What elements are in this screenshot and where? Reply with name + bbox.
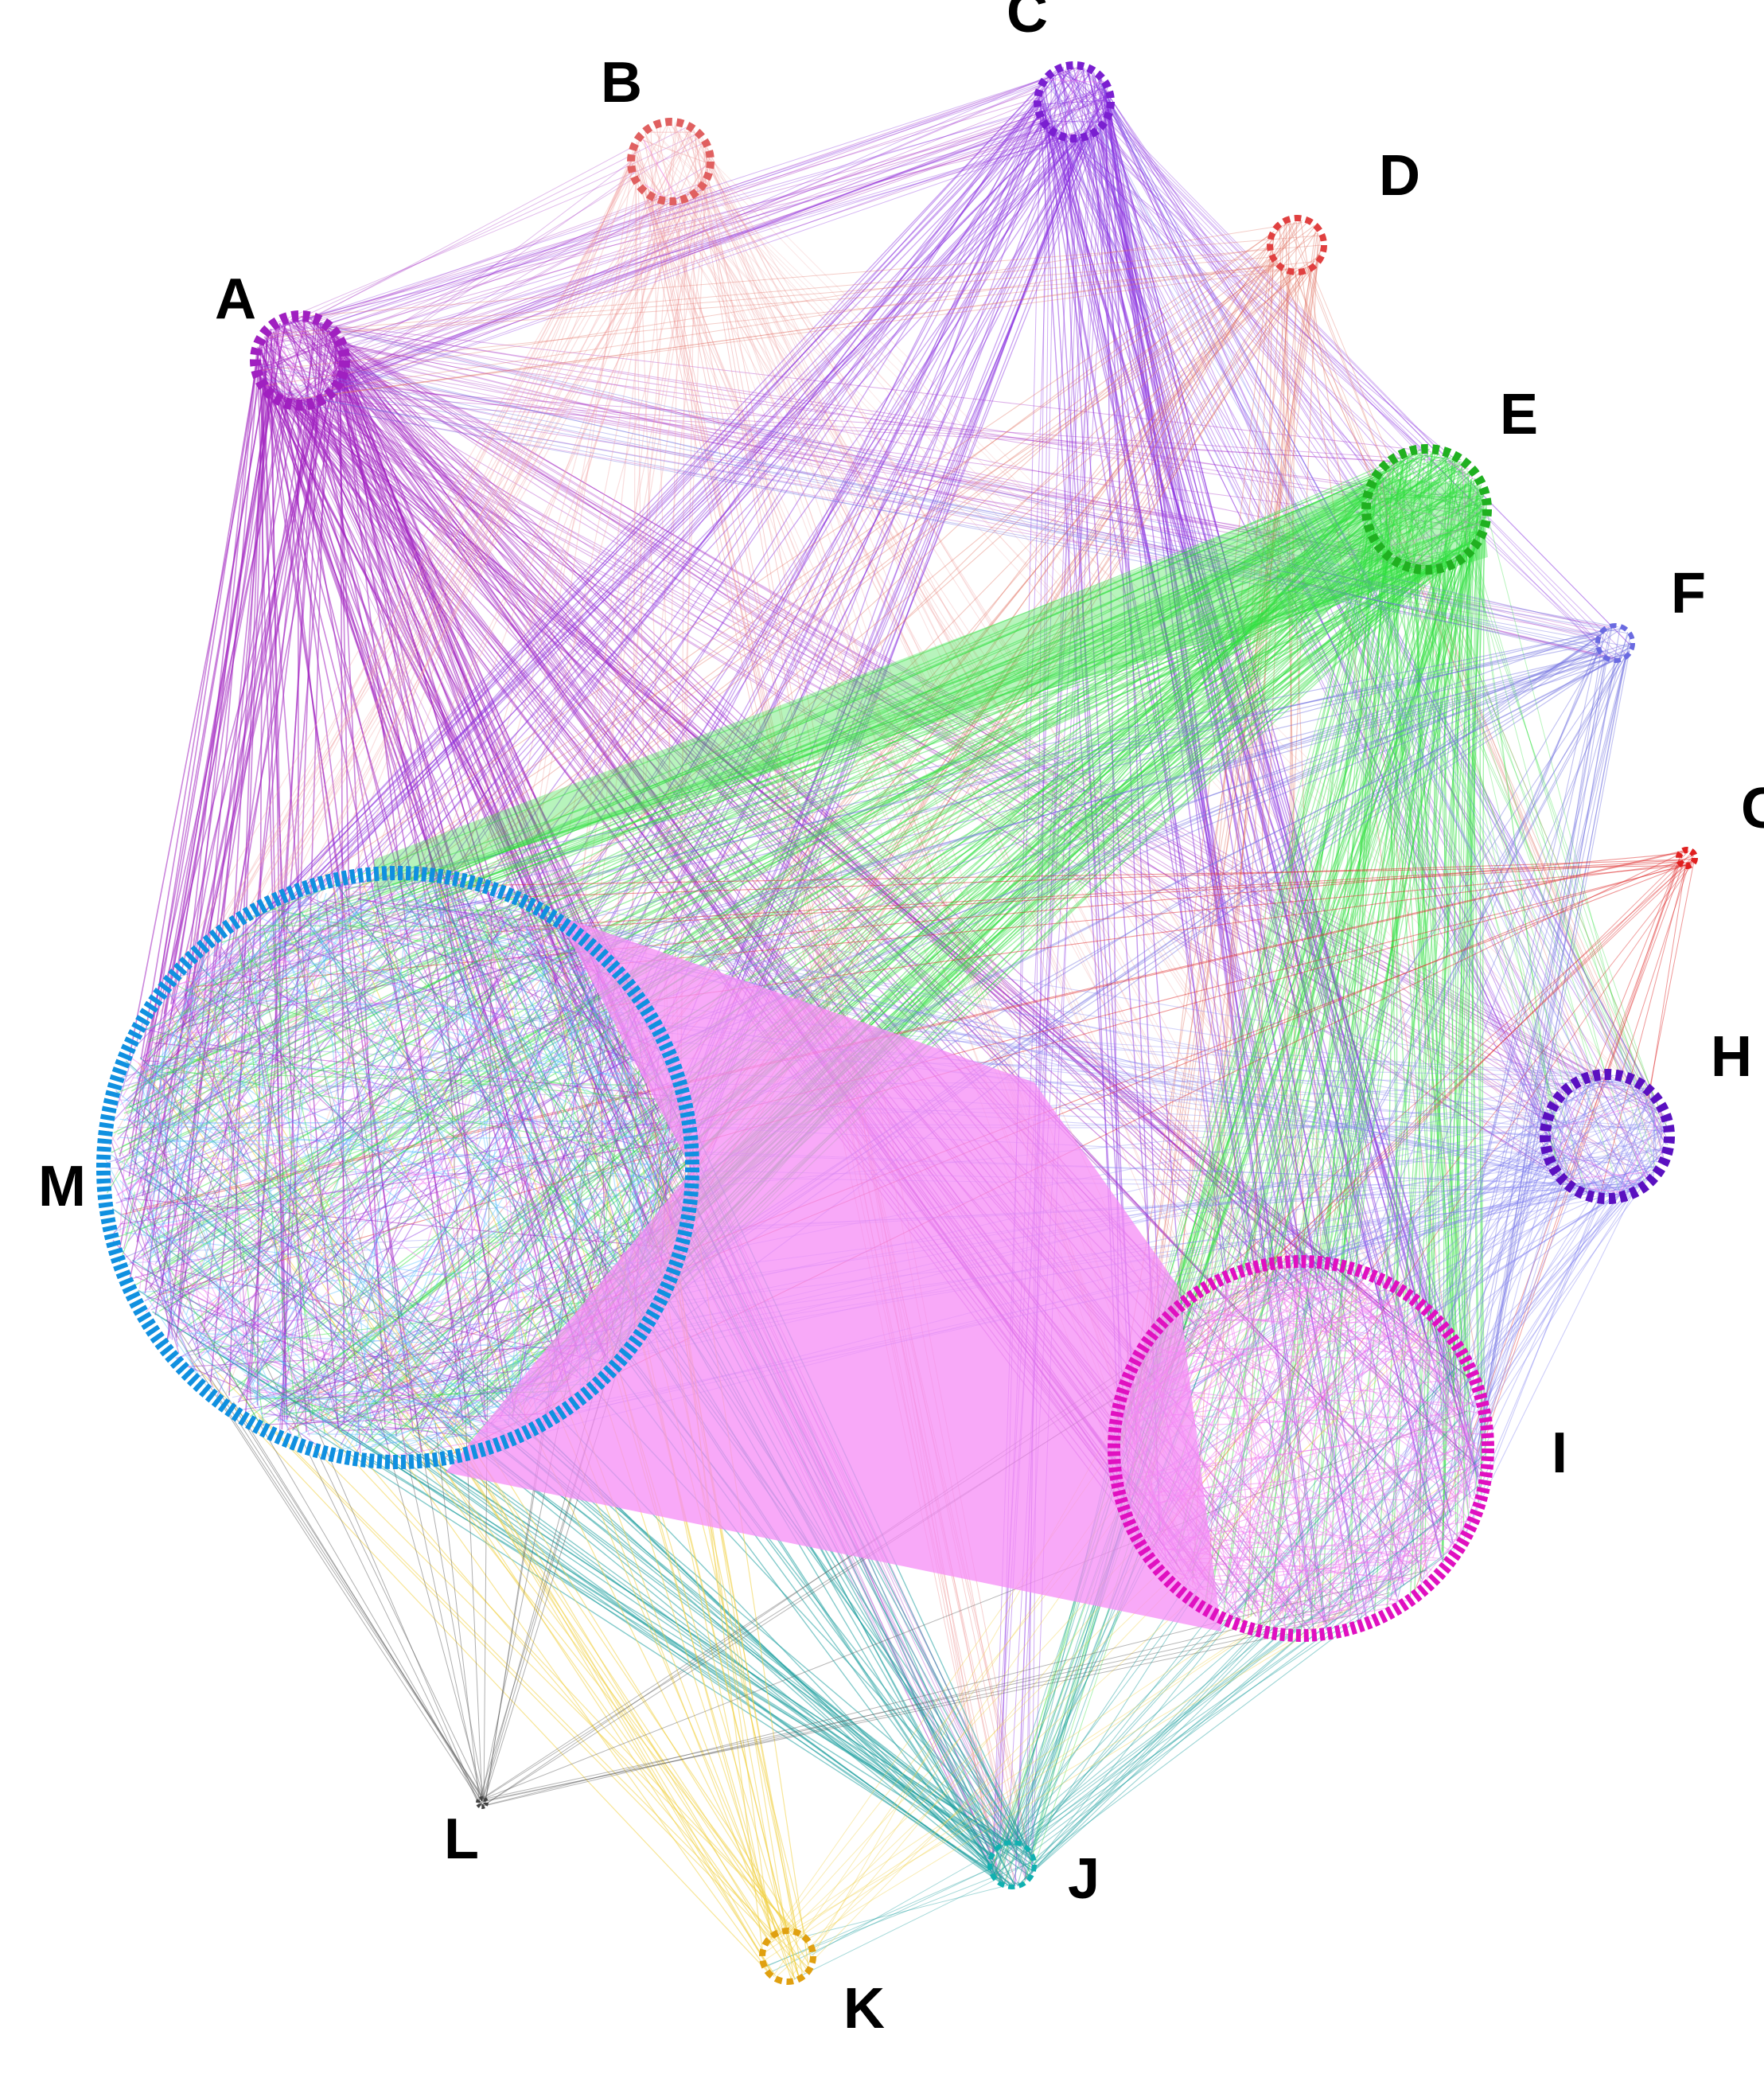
edge-j-k	[766, 1868, 992, 1967]
cluster-label-h: H	[1711, 1025, 1752, 1089]
cluster-label-e: E	[1500, 383, 1538, 446]
edge-l-m	[217, 1395, 485, 1802]
edge-g-h	[1621, 865, 1689, 1077]
edge-l-m	[314, 1446, 485, 1802]
cluster-label-f: F	[1671, 562, 1706, 626]
cluster-label-k: K	[843, 1977, 885, 2041]
cluster-label-g: G	[1741, 777, 1764, 840]
edge-f-i	[1474, 631, 1604, 1496]
cluster-label-d: D	[1379, 144, 1420, 208]
edge-f-i	[1474, 656, 1607, 1474]
cluster-label-a: A	[215, 267, 256, 331]
edge-a-m	[145, 386, 271, 1293]
cluster-label-i: I	[1552, 1421, 1567, 1485]
edge-j-k	[772, 1867, 994, 1971]
cluster-label-l: L	[444, 1807, 479, 1871]
edge-j-i	[1030, 1569, 1412, 1854]
edge-intra-m	[307, 1434, 395, 1435]
cluster-label-m: M	[38, 1155, 86, 1218]
cluster-label-c: C	[1007, 0, 1048, 45]
edge-intra-i	[1296, 1270, 1355, 1271]
edge-d-i	[1174, 239, 1273, 1350]
cluster-label-j: J	[1068, 1847, 1100, 1911]
edge-c-a	[332, 120, 1048, 382]
cluster-label-b: B	[601, 51, 642, 115]
edge-j-i	[1021, 1635, 1301, 1882]
edge-c-a	[320, 88, 1102, 326]
